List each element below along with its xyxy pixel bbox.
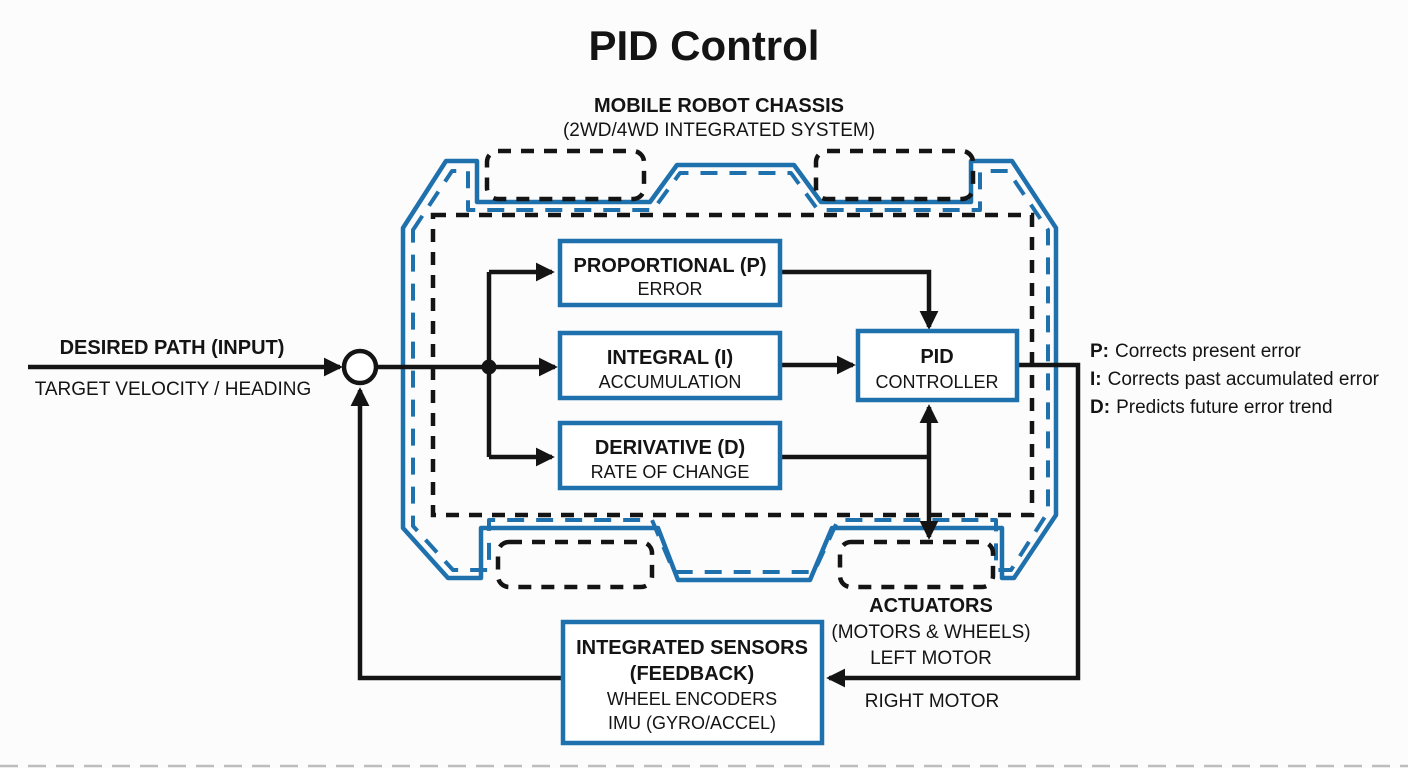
chassis-outline [400,158,1059,583]
sensors-line3: WHEEL ENCODERS [607,689,777,709]
input-label: DESIRED PATH (INPUT) [60,337,285,359]
derivative-block: DERIVATIVE (D) RATE OF CHANGE [557,420,783,491]
integral-title: INTEGRAL (I) [607,347,733,369]
proportional-subtitle: ERROR [637,279,702,299]
pid-output-to-actuators-line [826,362,1081,688]
branch-junction-dot [481,359,497,375]
sensors-line2: (FEEDBACK) [630,663,754,685]
pid-controller-title: PID [920,346,953,368]
legend-item-p: P:Corrects present error [1090,341,1302,362]
wheel-bay-bottom-left [495,539,655,590]
derivative-title: DERIVATIVE (D) [595,437,745,459]
proportional-to-pid-arrow [780,269,939,330]
wheel-bay-top-left [484,148,647,202]
sensors-block: INTEGRATED SENSORS (FEEDBACK) WHEEL ENCO… [560,619,825,746]
summing-junction [341,348,379,386]
chassis-heading: MOBILE ROBOT CHASSIS [594,95,844,117]
actuators-left-motor-label: LEFT MOTOR [870,648,992,669]
proportional-block: PROPORTIONAL (P) ERROR [557,238,783,308]
sensors-line4: IMU (GYRO/ACCEL) [608,713,776,733]
derivative-subtitle: RATE OF CHANGE [591,462,750,482]
wheel-bay-top-right [813,148,976,202]
actuators-right-motor-label: RIGHT MOTOR [865,691,999,712]
wheel-bay-bottom-right [837,539,996,590]
proportional-title: PROPORTIONAL (P) [574,255,767,277]
integral-block: INTEGRAL (I) ACCUMULATION [557,330,783,401]
legend-item-d: D:Predicts future error trend [1090,397,1333,418]
legend-item-i: I:Corrects past accumulated error [1090,369,1380,390]
actuators-title: ACTUATORS [869,595,993,617]
actuators-subtitle: (MOTORS & WHEELS) [831,622,1030,643]
chassis-subheading: (2WD/4WD INTEGRATED SYSTEM) [563,120,875,141]
pid-controller-subtitle: CONTROLLER [875,372,998,392]
feedback-line [350,387,563,681]
integral-subtitle: ACCUMULATION [599,372,742,392]
chassis-inner-outline [411,169,1050,574]
sensors-line1: INTEGRATED SENSORS [576,637,808,659]
actuators-labels: ACTUATORS (MOTORS & WHEELS) LEFT MOTOR R… [831,595,1030,712]
pid-controller-block: PID CONTROLLER [855,328,1020,403]
page-title: PID Control [589,22,820,69]
pid-legend: P:Corrects present error I:Corrects past… [1090,341,1380,418]
input-sublabel: TARGET VELOCITY / HEADING [35,379,312,400]
